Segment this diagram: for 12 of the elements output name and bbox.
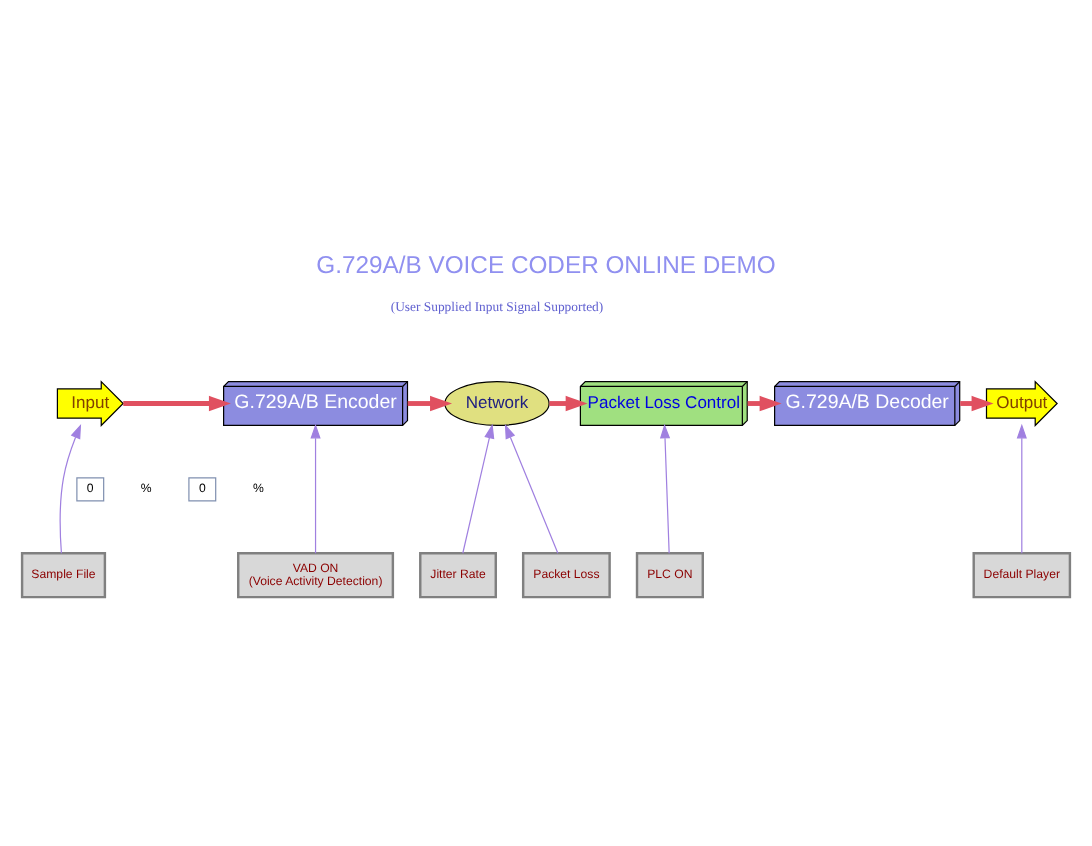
- arrow: [504, 423, 559, 554]
- arrow: [659, 423, 671, 554]
- arrow: [1016, 423, 1027, 554]
- arrow: [310, 423, 321, 554]
- arrow: [123, 395, 231, 412]
- node-ellipse: Network: [444, 381, 550, 427]
- arrow: [960, 395, 994, 412]
- arrow: [462, 423, 495, 554]
- arrow: [407, 395, 453, 412]
- diagram-title: G.729A/B VOICE CODER ONLINE DEMO: [316, 251, 776, 280]
- arrow: [549, 395, 588, 412]
- arrow: [59, 423, 82, 554]
